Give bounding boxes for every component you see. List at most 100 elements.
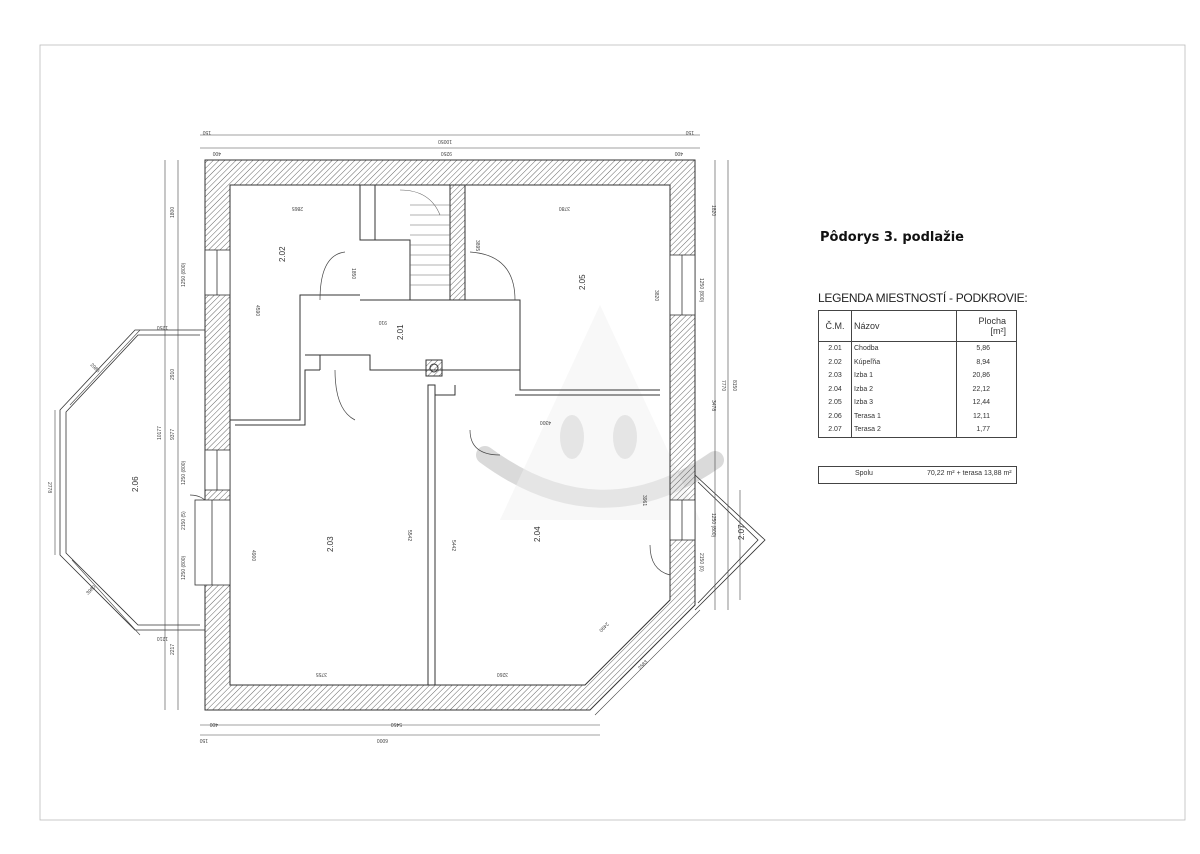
dim-left-g: 2150 (5)	[181, 511, 187, 530]
dim-right-g: 1250 (800)	[710, 513, 716, 538]
dim-room-203w: 3755	[316, 671, 327, 677]
legend-row-num: 2.04	[818, 382, 852, 396]
legend-row-name: Izba 1	[854, 372, 874, 380]
dim-left-f: 1250 (800)	[181, 460, 187, 485]
dim-left-i: 2217	[170, 644, 176, 655]
legend-row-area: 20,86	[956, 369, 1017, 383]
legend-row-num: 2.01	[818, 341, 852, 356]
dim-left-b: 1250 (800)	[181, 262, 187, 287]
dim-bottom-total: 6000	[377, 737, 388, 743]
dim-top-total: 10050	[438, 138, 452, 144]
legend-row-area: 22,12	[956, 382, 1017, 396]
legend-header: Č.M. Názov Plocha [m²]	[818, 310, 1017, 342]
legend-row-name: Terasa 1	[854, 412, 881, 420]
legend-row: 2.07 Terasa 2 1,77	[818, 423, 1017, 437]
room-label-207: 2.07	[737, 524, 746, 540]
legend-row-name: Terasa 2	[854, 426, 881, 434]
dim-bottom-b: 150	[199, 737, 208, 743]
dim-left-e: 9377	[170, 429, 176, 440]
door-swings	[189, 251, 671, 576]
dim-right-b: 1250 (800)	[698, 278, 704, 303]
legend-row-area: 8,94	[956, 355, 1017, 369]
dim-top-sub-b: 150	[685, 129, 694, 135]
dim-left-a: 1800	[170, 207, 176, 218]
dim-top-sub-a: 150	[202, 129, 211, 135]
legend-row-num: 2.06	[818, 409, 852, 423]
legend-row: 2.03 Izba 1 20,86	[818, 369, 1017, 383]
legend-header-area-label: Plocha	[978, 316, 1006, 326]
legend-header-num: Č.M.	[818, 310, 852, 342]
dim-bottom-inner: 5450	[391, 721, 402, 727]
legend-total-value: 70,22 m² + terasa 13,88 m²	[927, 470, 1012, 477]
legend-total-label: Spolu	[855, 470, 873, 477]
legend-row-num: 2.03	[818, 369, 852, 383]
legend-row: 2.05 Izba 3 12,44	[818, 396, 1017, 410]
legend-row-name: Izba 3	[854, 399, 874, 407]
legend-row-area: 12,11	[956, 409, 1017, 423]
dim-room-204f: 3961	[641, 495, 647, 506]
dim-room-204d: 4300	[540, 419, 551, 425]
dim-right-a: 1820	[710, 205, 716, 216]
legend-header-name: Názov	[851, 310, 957, 342]
terrace-right	[694, 474, 766, 611]
dim-right-c: 3478	[710, 400, 716, 411]
windows	[194, 249, 696, 586]
dim-left-c: 2910	[170, 369, 176, 380]
room-label-201: 2.01	[396, 324, 405, 340]
legend-header-area: Plocha [m²]	[956, 310, 1017, 342]
room-label-206: 2.06	[131, 476, 140, 492]
dim-left-h: 1250 (800)	[181, 555, 187, 580]
legend-row-area: 5,86	[956, 341, 1017, 356]
inner-walls	[230, 184, 660, 686]
dim-room-204w: 3260	[497, 671, 508, 677]
room-legend-table: Č.M. Názov Plocha [m²] 2.01 Chodba 5,86 …	[818, 310, 1017, 438]
legend-row: 2.01 Chodba 5,86	[818, 341, 1017, 356]
room-label-205: 2.05	[578, 274, 587, 290]
dim-room-201w: 910	[378, 319, 387, 325]
outer-walls	[204, 159, 696, 711]
dim-stair-a: 1850	[350, 268, 356, 279]
legend-row-area: 1,77	[956, 423, 1017, 437]
dim-top-400a: 400	[212, 150, 221, 156]
plan-title: Pôdorys 3. podlažie	[820, 230, 964, 245]
dim-top-400b: 400	[674, 150, 683, 156]
dimension-lines	[54, 134, 741, 736]
terrace-left	[59, 329, 205, 631]
legend-total-row: Spolu 70,22 m² + terasa 13,88 m²	[818, 466, 1017, 484]
dim-top-inner: 9250	[441, 150, 452, 156]
dim-room-203h: 4900	[250, 550, 256, 561]
legend-title: LEGENDA MIESTNOSTÍ - PODKROVIE:	[818, 291, 1028, 305]
legend-row: 2.02 Kúpeľňa 8,94	[818, 355, 1017, 369]
dim-terrace-d: 1250	[157, 324, 168, 330]
dim-room-205h: 3820	[653, 290, 659, 301]
dim-room-204e: 2490	[597, 621, 609, 633]
legend-row: 2.04 Izba 2 22,12	[818, 382, 1017, 396]
legend-row: 2.06 Terasa 1 12,11	[818, 409, 1017, 423]
room-label-204: 2.04	[533, 526, 542, 542]
dim-left-d: 10177	[157, 426, 163, 440]
dim-room-204i: 5442	[450, 540, 456, 551]
dim-terrace-c: 2778	[46, 482, 52, 493]
dim-room-203i: 5542	[406, 530, 412, 541]
room-labels: 2.01 2.02 2.03 2.04 2.05 2.06 2.07	[131, 246, 746, 552]
dim-room-205w: 3780	[559, 205, 570, 211]
dim-right-e: 8150	[731, 380, 737, 391]
dim-stair-b: 3895	[474, 240, 480, 251]
sheet-border	[39, 44, 1186, 821]
legend-row-name: Izba 2	[854, 385, 874, 393]
legend-body: 2.01 Chodba 5,86 2.02 Kúpeľňa 8,94 2.03 …	[818, 341, 1017, 437]
room-label-203: 2.03	[326, 536, 335, 552]
legend-row-num: 2.02	[818, 355, 852, 369]
legend-row-area: 12,44	[956, 396, 1017, 410]
dim-bottom-a: 400	[209, 721, 218, 727]
room-label-202: 2.02	[278, 246, 287, 262]
legend-row-num: 2.05	[818, 396, 852, 410]
legend-row-name: Kúpeľňa	[854, 358, 881, 366]
legend-row-name: Chodba	[854, 345, 879, 353]
dim-right-f: 2150 (0)	[698, 553, 704, 572]
legend-row-num: 2.07	[818, 423, 852, 437]
dim-room-202w: 2865	[292, 205, 303, 211]
dim-room-202h: 4590	[254, 305, 260, 316]
